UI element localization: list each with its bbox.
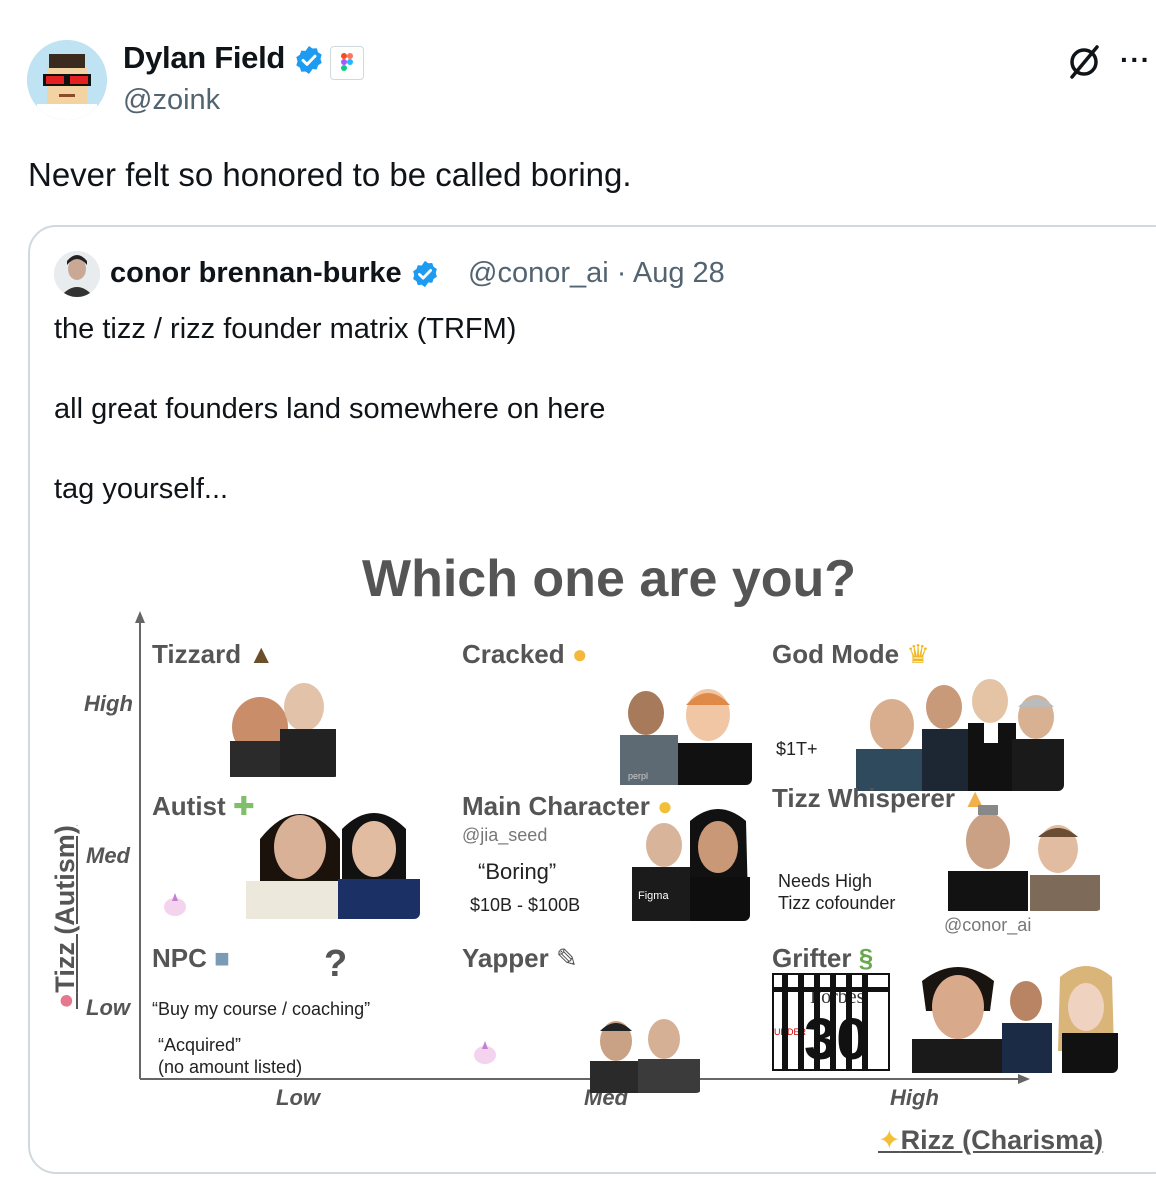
cell-grifter-label: Grifter — [772, 943, 852, 973]
tizz-whisperer-founders-photo — [948, 805, 1100, 911]
more-options-icon[interactable]: ··· — [1120, 44, 1151, 75]
sparkles-icon: ✦ — [878, 1125, 901, 1155]
npc-acquired-note: “Acquired” — [158, 1035, 242, 1055]
author-handle[interactable]: @zoink — [123, 84, 221, 116]
npc-amount-note: (no amount listed) — [158, 1057, 303, 1077]
sunglasses-face-icon: ● — [657, 791, 673, 821]
verified-badge-icon — [296, 45, 323, 74]
cell-npc-label: NPC — [152, 943, 207, 973]
author-avatar[interactable] — [27, 40, 107, 120]
autist-founders-photo — [246, 813, 420, 919]
cell-tizz-whisperer: Tizz Whisperer ▲ — [772, 783, 988, 814]
founder-matrix-image[interactable]: Which one are you? ●Tizz (Autism) High M… — [32, 539, 1156, 1169]
snake-icon: § — [858, 943, 874, 973]
main-character-boring: “Boring” — [478, 859, 557, 884]
god-mode-founders-photo — [856, 679, 1064, 791]
perplexity-shirt-text: perpl — [628, 771, 648, 781]
wizard-icon: ▲ — [248, 639, 275, 669]
quoted-text-line-3: tag yourself... — [54, 473, 229, 505]
y-tick-high: High — [84, 691, 133, 716]
x-axis-label-text: Rizz (Charisma) — [900, 1125, 1104, 1155]
matrix-title: Which one are you? — [362, 550, 857, 608]
cell-yapper-label: Yapper — [462, 943, 549, 973]
unicorn-icon — [164, 893, 186, 916]
cell-yapper: Yapper ✎ — [462, 943, 578, 974]
god-mode-value: $1T+ — [776, 739, 818, 759]
npc-question-mark: ? — [324, 943, 348, 985]
puzzle-piece-icon: ✚ — [232, 791, 255, 821]
cell-main-character: Main Character ● — [462, 791, 673, 822]
post-text: Never felt so honored to be called borin… — [28, 156, 632, 193]
author-name-text[interactable]: Dylan Field — [123, 40, 286, 75]
robot-icon: ■ — [214, 943, 230, 973]
figma-affiliate-icon[interactable] — [330, 46, 364, 80]
cell-god-mode-label: God Mode — [772, 639, 900, 669]
forbes-30-jail-icon: Forbes UNDER 30 — [772, 973, 890, 1071]
cell-npc: NPC ■ — [152, 943, 230, 974]
cell-autist: Autist ✚ — [152, 791, 255, 822]
cell-cracked-label: Cracked — [462, 639, 565, 669]
main-character-handle: @jia_seed — [462, 825, 548, 845]
under-text: UNDER — [774, 1027, 807, 1037]
exploding-head-icon: ● — [571, 639, 588, 669]
cell-god-mode: God Mode ♛ — [772, 639, 930, 670]
quoted-text-line-2: all great founders land somewhere on her… — [54, 393, 606, 425]
cell-autist-label: Autist — [152, 791, 226, 821]
whisperer-handle: @conor_ai — [944, 915, 1032, 935]
quoted-post-card[interactable]: conor brennan-burke @conor_ai · Aug 28 t… — [28, 225, 1156, 1174]
quoted-text-line-1: the tizz / rizz founder matrix (TRFM) — [54, 313, 517, 345]
y-tick-med: Med — [86, 843, 130, 868]
quoted-author-name-text[interactable]: conor brennan-burke — [110, 257, 402, 289]
yapper-founders-photo — [590, 1019, 700, 1093]
thirty-text: 30 — [804, 1007, 869, 1071]
main-character-value: $10B - $100B — [470, 895, 581, 915]
grifter-founders-photo — [912, 966, 1118, 1073]
unicorn-icon — [474, 1041, 496, 1064]
microphone-icon: ✎ — [555, 943, 578, 973]
verified-badge-icon — [412, 261, 437, 288]
cell-tizzard-label: Tizzard — [152, 639, 242, 669]
quoted-handle-date[interactable]: @conor_ai · Aug 28 — [468, 257, 725, 289]
cell-main-character-label: Main Character — [462, 791, 650, 821]
figma-shirt-text: Figma — [638, 890, 669, 902]
cell-grifter: Grifter § — [772, 943, 873, 974]
x-tick-low: Low — [276, 1085, 320, 1110]
x-axis-label: ✦Rizz (Charisma) — [878, 1125, 1103, 1156]
quoted-author-name[interactable]: conor brennan-burke — [110, 257, 440, 290]
quoted-author-avatar[interactable] — [54, 251, 100, 297]
cell-tizzard: Tizzard ▲ — [152, 639, 274, 670]
y-tick-low: Low — [86, 995, 130, 1020]
cell-tizz-whisperer-label: Tizz Whisperer — [772, 783, 956, 813]
crown-icon: ♛ — [906, 639, 930, 669]
whisperer-note-line-1: Needs High — [778, 871, 873, 891]
cracked-founders-photo: perpl — [620, 689, 752, 785]
main-character-founders-photo: Figma — [632, 809, 750, 921]
cell-cracked: Cracked ● — [462, 639, 588, 670]
whisperer-note-line-2: Tizz cofounder — [778, 893, 896, 913]
grok-icon[interactable] — [1064, 44, 1104, 80]
tizzard-founders-photo — [230, 683, 336, 777]
author-name[interactable]: Dylan Field — [123, 40, 325, 76]
npc-course-note: “Buy my course / coaching” — [152, 999, 371, 1019]
x-tick-high: High — [890, 1085, 939, 1110]
matrix-axes — [135, 611, 1030, 1084]
